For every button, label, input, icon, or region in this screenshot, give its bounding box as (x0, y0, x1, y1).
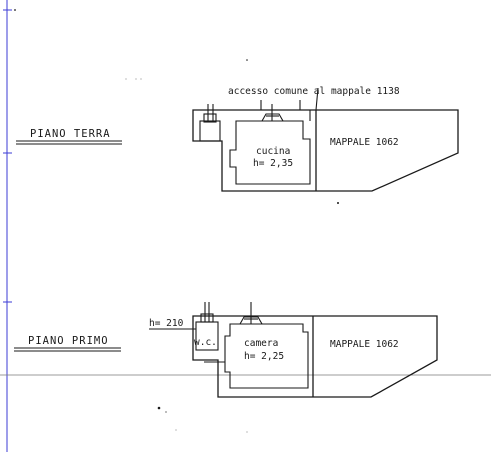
first-room-name: camera (244, 338, 278, 349)
left-margin-line (3, 0, 12, 452)
ground-parcel-label: MAPPALE 1062 (330, 137, 399, 148)
ground-outer-wall (192, 109, 459, 192)
first-floor-section: PIANO PRIMO h= 210 w.c. camera h= 2,25 M… (14, 302, 438, 398)
ground-access-note: accesso comune al mappale 1138 (228, 86, 400, 97)
wc-height-label: h= 210 (149, 318, 184, 329)
first-room-height: h= 2,25 (244, 351, 284, 362)
first-window (239, 316, 263, 325)
ground-inner-wall (229, 120, 311, 185)
first-floor-title: PIANO PRIMO (28, 335, 109, 347)
ground-stair-box (199, 120, 221, 142)
first-outer-wall (192, 315, 438, 398)
ground-room-name: cucina (256, 146, 290, 157)
first-parcel-label: MAPPALE 1062 (330, 339, 399, 350)
first-inner-wall (224, 323, 309, 389)
wc-label: w.c. (194, 337, 217, 348)
ground-floor-section: PIANO TERRA accesso comune al mappale 11… (16, 86, 459, 192)
scan-specks (14, 9, 339, 433)
ground-floor-title: PIANO TERRA (30, 128, 111, 140)
ground-room-height: h= 2,35 (253, 158, 293, 169)
ground-window (261, 113, 284, 122)
